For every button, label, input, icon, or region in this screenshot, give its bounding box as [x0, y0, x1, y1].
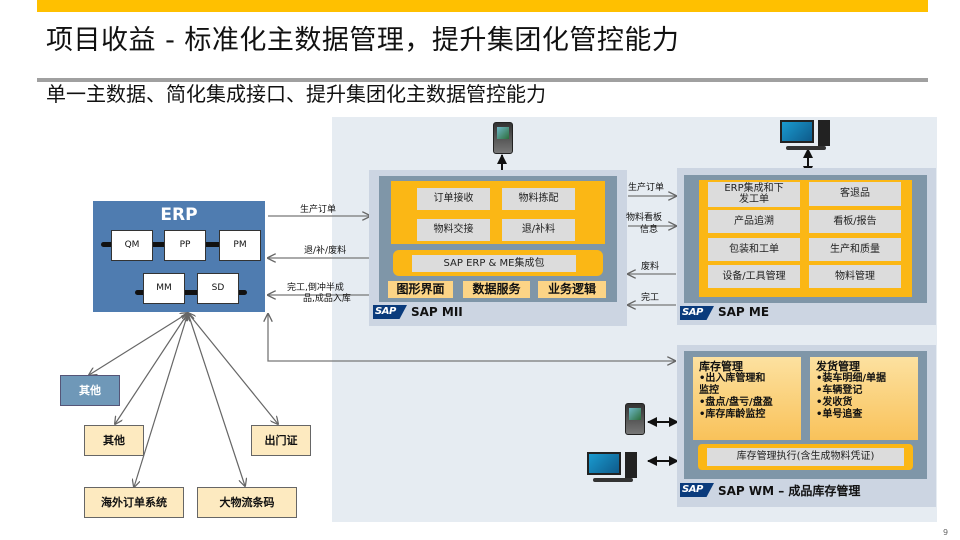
- me-product-traceability: 产品追溯: [708, 210, 800, 233]
- system-other: 其他: [84, 425, 144, 456]
- sap-wm-label: SAP WM – 成品库存管理: [718, 484, 861, 498]
- wm-shipping-item: •车辆登记: [816, 385, 863, 396]
- me-equipment-tool-mgmt: 设备/工具管理: [708, 265, 800, 288]
- flow-label-scrap: 废料: [641, 262, 660, 272]
- wm-shipping-heading: 发货管理: [816, 360, 860, 373]
- flow-label-kanban-2: 信息: [640, 225, 659, 235]
- wm-shipping-item: •装车明细/单据: [816, 373, 887, 384]
- me-erp-integration: ERP集成和下发工单: [708, 182, 800, 207]
- mii-layer-business-logic: 业务逻辑: [538, 281, 606, 298]
- wm-inventory-management: 库存管理 •出入库管理和 监控 •盘点/盘亏/盘盈 •库存库龄监控: [693, 357, 801, 440]
- wm-inventory-item: •库存库龄监控: [699, 409, 766, 420]
- mii-layer-data-services: 数据服务: [463, 281, 530, 298]
- wm-inventory-item: 监控: [699, 385, 719, 396]
- erp-title: ERP: [160, 205, 198, 225]
- me-kanban-report: 看板/报告: [809, 210, 901, 233]
- sap-logo-text: SAP: [680, 306, 714, 320]
- flow-label-completion-1: 完工,倒冲半成: [287, 283, 344, 293]
- wm-inventory-item: •盘点/盘亏/盘盈: [699, 397, 773, 408]
- wm-shipping-management: 发货管理 •装车明细/单据 •车辆登记 •发收货 •单号追查: [810, 357, 918, 440]
- page-title: 项目收益 - 标准化主数据管理，提升集团化管控能力: [46, 25, 680, 56]
- page-number: 9: [943, 528, 949, 537]
- flow-label-production-order: 生产订单: [300, 205, 337, 215]
- system-overseas-order: 海外订单系统: [84, 487, 184, 518]
- sap-logo-icon: SAP: [373, 305, 407, 319]
- erp-module-pp: PP: [164, 230, 206, 261]
- pda-device-icon: [625, 403, 645, 435]
- sap-logo-text: SAP: [373, 305, 407, 319]
- system-other-blue: 其他: [60, 375, 120, 406]
- sap-mii-label: SAP MII: [411, 305, 463, 319]
- me-material-mgmt: 物料管理: [809, 265, 901, 288]
- page-subtitle: 单一主数据、简化集成接口、提升集团化主数据管控能力: [46, 82, 546, 106]
- erp-bus-line-2: [135, 290, 247, 295]
- erp-module-sd: SD: [197, 273, 239, 304]
- erp-module-qm: QM: [111, 230, 153, 261]
- desktop-computer-icon: [778, 120, 836, 152]
- wm-inventory-heading: 库存管理: [699, 360, 743, 373]
- pda-device-icon: [493, 122, 513, 154]
- wm-inventory-item: •出入库管理和: [699, 373, 766, 384]
- system-gate-pass: 出门证: [251, 425, 311, 456]
- mii-layer-gui: 图形界面: [388, 281, 453, 298]
- me-customer-returns: 客退品: [809, 182, 901, 206]
- top-accent-bar: [37, 0, 928, 12]
- erp-module-pm: PM: [219, 230, 261, 261]
- sap-me-label: SAP ME: [718, 305, 770, 319]
- flow-label-return-scrap: 退/补/废料: [304, 246, 347, 256]
- mii-return-supplement: 退/补料: [502, 219, 575, 241]
- flow-label-completion-2: 品,成品入库: [303, 294, 351, 304]
- me-erp-integration-line1: ERP集成和下: [724, 183, 784, 194]
- me-erp-integration-line2: 发工单: [739, 194, 769, 205]
- mii-integration-package: SAP ERP & ME集成包: [412, 255, 576, 272]
- mii-material-picking: 物料拣配: [502, 188, 575, 210]
- erp-box: ERP QM PP PM MM SD: [93, 201, 265, 312]
- system-logistics-barcode: 大物流条码: [197, 487, 297, 518]
- arrow-erp-barcode: [188, 313, 245, 486]
- wm-inventory-execution: 库存管理执行(含生成物料凭证): [707, 448, 904, 466]
- mii-material-handover: 物料交接: [417, 219, 490, 241]
- arrow-erp-other-tan: [115, 313, 188, 424]
- flow-label-completed: 完工: [641, 293, 660, 303]
- me-production-quality: 生产和质量: [809, 238, 901, 261]
- wm-shipping-item: •单号追查: [816, 409, 863, 420]
- mii-order-receive: 订单接收: [417, 188, 490, 210]
- sap-logo-icon: SAP: [680, 483, 714, 497]
- flow-label-me-production-order: 生产订单: [628, 183, 665, 193]
- arrow-erp-other-blue: [89, 313, 188, 375]
- arrow-erp-overseas: [134, 313, 188, 487]
- sap-logo-icon: SAP: [680, 306, 714, 320]
- desktop-computer-icon: [585, 452, 643, 484]
- sap-logo-text: SAP: [680, 483, 714, 497]
- erp-module-mm: MM: [143, 273, 185, 304]
- arrow-erp-gatepass: [188, 313, 278, 424]
- me-packaging-work-order: 包装和工单: [708, 238, 800, 261]
- wm-shipping-item: •发收货: [816, 397, 853, 408]
- flow-label-kanban-1: 物料看板: [626, 213, 663, 223]
- title-divider: [37, 78, 928, 82]
